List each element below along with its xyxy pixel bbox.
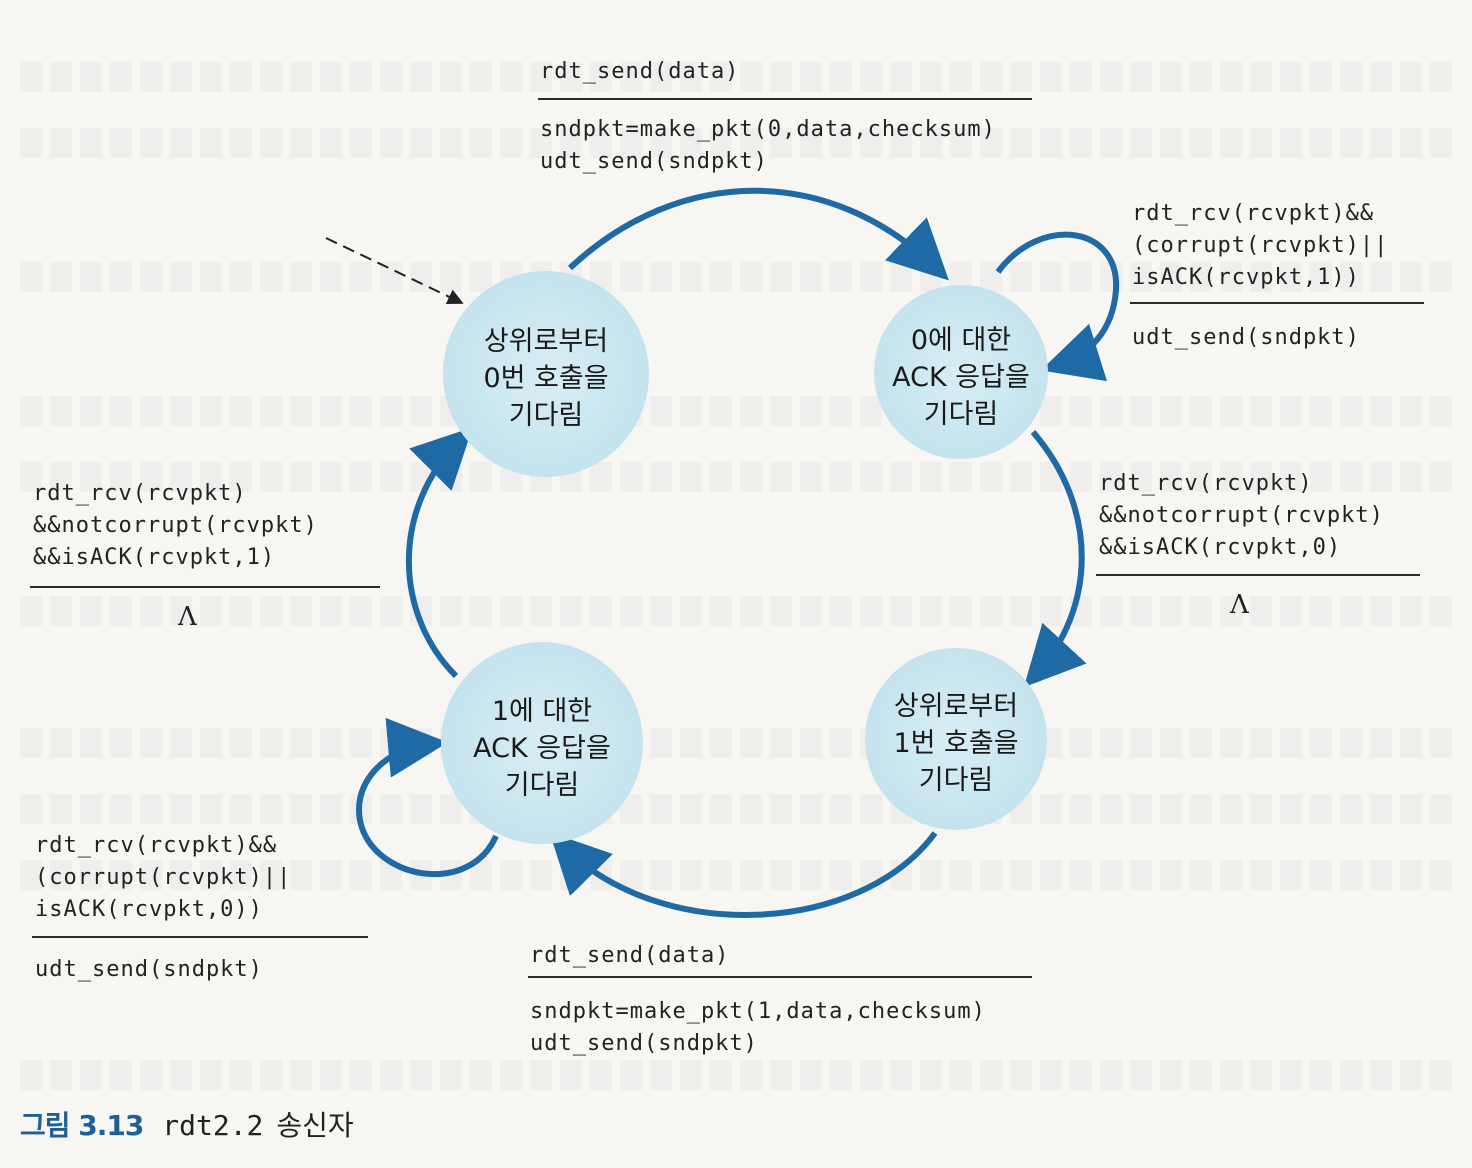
self-loop-arrow-resend-0 bbox=[995, 231, 1120, 382]
transition-resend-1-event: rdt_rcv(rcvpkt)&& (corrupt(rcvpkt)|| isA… bbox=[35, 833, 292, 922]
transition-send-0-actions: sndpkt=make_pkt(0,data,checksum) udt_sen… bbox=[540, 117, 996, 174]
transition-arrow-ack-1 bbox=[405, 427, 473, 679]
figure-code-name: rdt2.2 bbox=[162, 1109, 264, 1142]
transition-resend-0-divider bbox=[1130, 302, 1424, 304]
transition-ack-1-event: rdt_rcv(rcvpkt) &&notcorrupt(rcvpkt) &&i… bbox=[33, 481, 318, 570]
state-wait-call-1: 상위로부터 1번 호출을 기다림 bbox=[865, 648, 1047, 830]
state-label-line: 상위로부터 bbox=[484, 326, 608, 357]
state-label-line: 0에 대한 bbox=[911, 325, 1011, 356]
transition-ack-0-event: rdt_rcv(rcvpkt) &&notcorrupt(rcvpkt) &&i… bbox=[1099, 471, 1384, 560]
state-wait-call-0: 상위로부터 0번 호출을 기다림 bbox=[443, 271, 649, 477]
figure-title: 송신자 bbox=[276, 1109, 354, 1142]
transition-resend-0-actions: udt_send(sndpkt) bbox=[1132, 325, 1360, 350]
state-label-line: 기다림 bbox=[924, 399, 999, 430]
state-label-line: 0번 호출을 bbox=[483, 363, 608, 394]
state-label-line: 기다림 bbox=[505, 770, 580, 801]
state-label-line: 1에 대한 bbox=[492, 696, 592, 727]
transition-send-0-event: rdt_send(data) bbox=[540, 59, 740, 84]
transition-arrow-ack-0 bbox=[1023, 430, 1087, 688]
transition-send-1-event: rdt_send(data) bbox=[530, 943, 730, 968]
transition-ack-0-lambda: Λ bbox=[1230, 590, 1249, 620]
transition-resend-1-divider bbox=[32, 936, 368, 938]
transition-ack-1-divider bbox=[30, 586, 380, 588]
transition-arrow-send-1 bbox=[549, 831, 938, 918]
figure-number: 그림 3.13 bbox=[20, 1109, 144, 1142]
transition-ack-0-divider bbox=[1096, 574, 1420, 576]
transition-send-1-actions: sndpkt=make_pkt(1,data,checksum) udt_sen… bbox=[530, 999, 986, 1056]
state-wait-ack-0: 0에 대한 ACK 응답을 기다림 bbox=[874, 285, 1048, 459]
state-label-line: 1번 호출을 bbox=[893, 728, 1018, 759]
figure-caption: 그림 3.13 rdt2.2 송신자 bbox=[20, 1104, 354, 1144]
state-wait-ack-1: 1에 대한 ACK 응답을 기다림 bbox=[441, 642, 643, 844]
initial-state-arrow bbox=[325, 237, 464, 305]
state-label-line: 상위로부터 bbox=[894, 691, 1018, 722]
transition-ack-1-lambda: Λ bbox=[178, 602, 197, 632]
transition-resend-1-actions: udt_send(sndpkt) bbox=[35, 957, 263, 982]
transition-send-0-divider bbox=[538, 98, 1032, 100]
state-label-line: ACK 응답을 bbox=[473, 733, 611, 764]
transition-arrow-send-0 bbox=[567, 187, 949, 281]
state-label-line: ACK 응답을 bbox=[892, 362, 1030, 393]
transition-send-1-divider bbox=[528, 976, 1032, 978]
transition-resend-0-event: rdt_rcv(rcvpkt)&& (corrupt(rcvpkt)|| isA… bbox=[1132, 201, 1389, 290]
self-loop-arrow-resend-1 bbox=[356, 717, 499, 878]
state-label-line: 기다림 bbox=[509, 400, 584, 431]
state-label-line: 기다림 bbox=[919, 765, 994, 796]
